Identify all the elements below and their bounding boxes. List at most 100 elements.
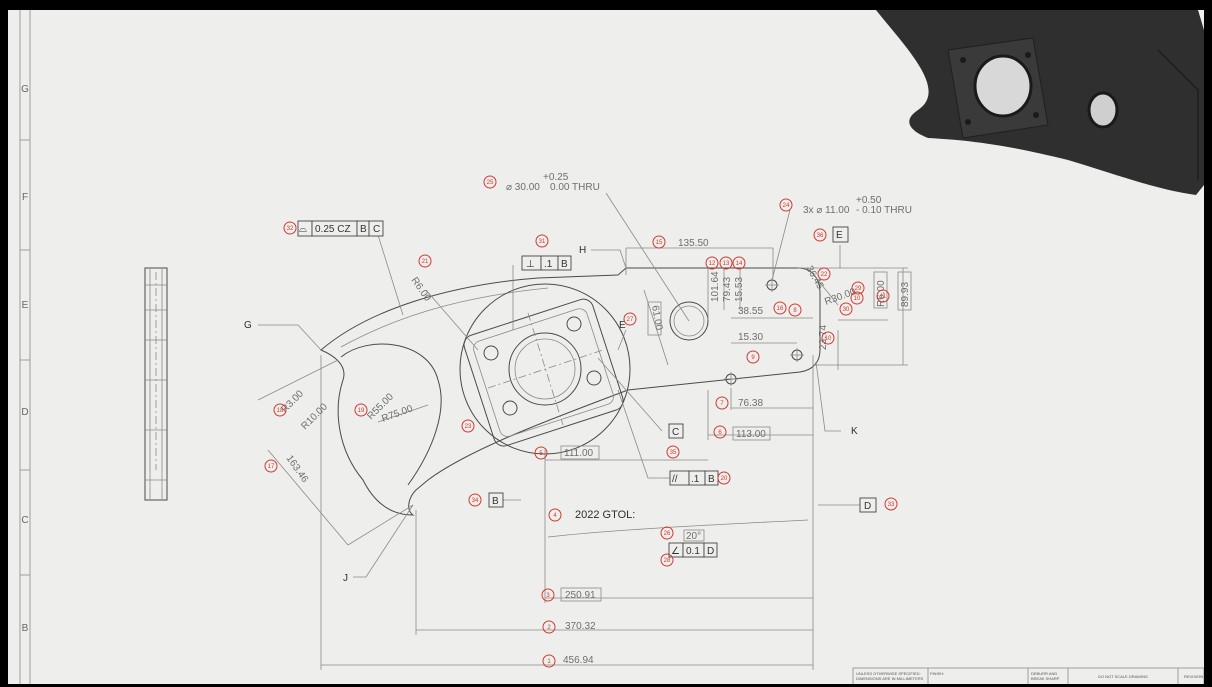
dim-r6-right: R6.00	[876, 280, 887, 307]
hole-callout-30-dia: ⌀ 30.00	[506, 182, 540, 193]
balloon-number: 29	[855, 286, 862, 292]
zone-label-e: E	[22, 300, 29, 311]
balloon-number: 6	[718, 430, 722, 436]
balloon-number: 15	[656, 240, 663, 246]
drawing-canvas: G F E D C B	[19, 10, 1204, 684]
balloon-18: 18	[273, 403, 287, 417]
dim-15-30: 15.30	[738, 332, 763, 343]
balloon-33: 33	[884, 497, 898, 511]
svg-text:D: D	[864, 501, 871, 512]
svg-text:- 0.10 THRU: - 0.10 THRU	[856, 205, 912, 216]
balloon-34: 34	[468, 493, 482, 507]
zone-border: G F E D C B	[19, 10, 31, 684]
leader-label-j: J	[343, 573, 348, 584]
dim-r10: R10.00	[299, 401, 330, 432]
balloon-11: 11	[876, 289, 890, 303]
balloon-7: 7	[715, 396, 729, 410]
svg-text:∠: ∠	[671, 546, 680, 557]
dim-111-00: 111.00	[564, 448, 594, 459]
svg-text:E: E	[836, 230, 843, 241]
part-3d-render	[876, 10, 1204, 195]
svg-text:B: B	[492, 496, 499, 507]
drawing-sheet: G F E D C B	[8, 10, 1204, 684]
balloon-number: 32	[287, 226, 294, 232]
svg-text:.1: .1	[691, 474, 700, 485]
balloon-number: 26	[664, 531, 671, 537]
svg-text:B: B	[708, 474, 715, 485]
balloon-number: 24	[783, 203, 790, 209]
balloon-6: 6	[713, 425, 727, 439]
svg-text:0.25 CZ: 0.25 CZ	[315, 224, 351, 235]
balloon-number: 4	[553, 513, 557, 519]
balloon-number: 13	[723, 261, 730, 267]
dimension-lines	[257, 192, 908, 670]
dim-38-55: 38.55	[738, 306, 763, 317]
balloon-number: 14	[736, 261, 743, 267]
balloon-32: 32	[283, 221, 297, 235]
balloon-number: 31	[539, 239, 546, 245]
balloon-21: 21	[418, 254, 432, 268]
dim-23-74: 23.74	[818, 325, 829, 350]
dim-61-00: 61.00	[649, 305, 664, 332]
dim-76-38: 76.38	[738, 398, 763, 409]
balloon-27: 27	[623, 312, 637, 326]
dim-250-91: 250.91	[565, 590, 596, 601]
svg-text:BREAK SHARP: BREAK SHARP	[1031, 676, 1060, 681]
leader-label-k: K	[851, 426, 858, 437]
balloon-9: 9	[746, 350, 760, 364]
dim-456-94: 456.94	[563, 655, 594, 666]
balloon-number: 18	[277, 408, 284, 414]
dim-r3: R3.00	[279, 388, 306, 415]
dim-101-64: 101.64	[710, 271, 721, 302]
dim-135-50: 135.50	[678, 238, 709, 249]
balloon-number: 20	[721, 476, 728, 482]
balloon-number: 1	[547, 659, 551, 665]
svg-text:REVISION: REVISION	[1184, 674, 1203, 679]
leader-letters: G H J K E	[244, 245, 858, 584]
svg-text:D: D	[707, 546, 714, 557]
balloon-28: 28	[660, 553, 674, 567]
bore-outer	[508, 332, 582, 406]
balloon-number: 17	[268, 464, 275, 470]
balloon-number: 35	[670, 450, 677, 456]
balloon-number: 36	[817, 233, 824, 239]
balloon-25: 25	[483, 175, 497, 189]
balloon-number: 28	[664, 558, 671, 564]
balloon-29: 29	[851, 281, 865, 295]
balloon-26: 26	[660, 526, 674, 540]
balloon-16: 16	[773, 301, 787, 315]
zone-label-b: B	[22, 623, 29, 634]
balloon-14: 14	[732, 256, 746, 270]
fcf-angularity: ∠ 0.1 D	[668, 542, 718, 558]
balloon-30: 30	[839, 302, 853, 316]
dim-163-46: 163.46	[284, 453, 311, 485]
balloon-number: 19	[358, 408, 365, 414]
datum-d: D	[859, 497, 877, 513]
gtol-note: 2022 GTOL:	[575, 509, 635, 521]
balloon-3: 3	[541, 588, 555, 602]
dim-angle: 20°	[686, 531, 701, 542]
balloon-20: 20	[717, 471, 731, 485]
zone-label-f: F	[22, 192, 28, 203]
svg-text:+0.25: +0.25	[543, 172, 569, 183]
balloon-number: 16	[777, 306, 784, 312]
balloon-number: 5	[539, 451, 543, 457]
svg-text:C: C	[373, 224, 380, 235]
zone-label-c: C	[21, 515, 28, 526]
svg-text:+0.50: +0.50	[856, 195, 882, 206]
balloon-number: 2	[547, 625, 551, 631]
balloon-number: 10	[854, 296, 861, 302]
balloon-number: 12	[709, 261, 716, 267]
hole-30	[669, 301, 709, 341]
balloon-number: 33	[888, 502, 895, 508]
hole-callout-11-dia: 3x ⌀ 11.00	[803, 205, 850, 216]
hole-callout-11: +0.50 3x ⌀ 11.00 - 0.10 THRU	[803, 195, 912, 216]
balloon-10: 10	[850, 291, 864, 305]
dim-370-32: 370.32	[565, 621, 596, 632]
leader-label-h: H	[579, 245, 586, 256]
balloon-23: 23	[461, 419, 475, 433]
zone-label-g: G	[21, 84, 29, 95]
fcf-perpendicularity: ⊥ .1 B	[521, 255, 572, 271]
balloon-12: 12	[705, 256, 719, 270]
svg-text:DEBURR AND: DEBURR AND	[1031, 671, 1057, 676]
